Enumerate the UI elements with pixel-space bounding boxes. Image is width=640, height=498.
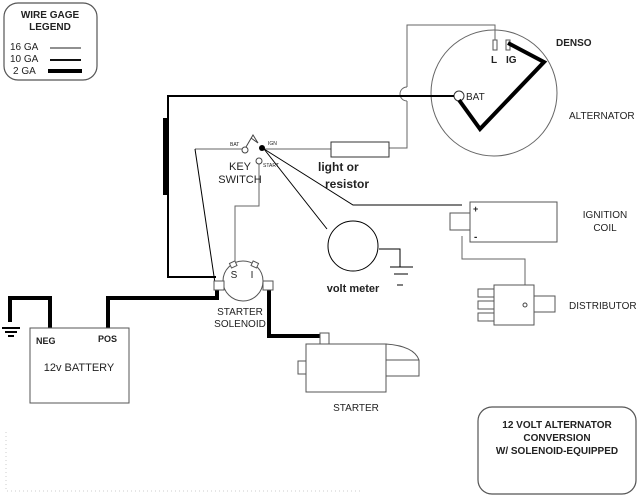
distributor-shaft (533, 295, 556, 313)
volt-meter-label: volt meter (327, 283, 380, 295)
battery-label-neg: NEG (36, 336, 56, 346)
wire-l-to-resistor (389, 101, 408, 149)
alternator-label-ig: IG (506, 55, 517, 66)
solenoid-label-1: STARTER (217, 307, 263, 318)
alternator-label: ALTERNATOR (569, 111, 635, 122)
title-line-2: CONVERSION (523, 433, 590, 444)
legend-title-2: LEGEND (29, 22, 71, 33)
starter-label: STARTER (333, 403, 379, 414)
battery-body (29, 327, 130, 404)
distributor-label: DISTRIBUTOR (569, 301, 637, 312)
solenoid-battery-post (213, 280, 225, 291)
ground-symbol (2, 327, 20, 337)
key-switch: BAT IGN START KEY SWITCH (218, 134, 279, 186)
distributor: DISTRIBUTOR (477, 284, 637, 326)
alternator-bat-terminal (453, 90, 465, 102)
faint-border-artifact (5, 432, 360, 492)
ignition-coil-tower (449, 212, 471, 231)
wire-ground-2ga (8, 296, 52, 330)
ignition-coil: + - IGNITION COIL (449, 201, 627, 243)
wire-keybat-to-solenoid (194, 148, 216, 284)
ignition-coil-minus: - (474, 232, 477, 243)
wire-crossover-hop (399, 86, 408, 102)
wire-solenoid-to-starter-2ga (267, 287, 322, 338)
ignition-coil-body (469, 201, 558, 243)
solenoid-label-2: SOLENOID (214, 319, 266, 330)
battery: NEG POS 12v BATTERY (29, 327, 130, 404)
wire-start-to-solenoid (234, 162, 260, 262)
solenoid-starter-post (262, 280, 274, 291)
wire-ign-to-coil (263, 148, 462, 206)
legend-label-2ga: 2 GA (13, 66, 36, 77)
alternator-body (430, 29, 558, 157)
alternator-brand: DENSO (556, 38, 592, 49)
starter-solenoid: S I STARTER SOLENOID (213, 260, 274, 330)
alternator-terminal-l (492, 39, 498, 51)
distributor-body (493, 284, 535, 326)
heavy-wires (8, 95, 454, 338)
wire-gage-legend: WIRE GAGE LEGEND 16 GA 10 GA 2 GA (3, 2, 98, 81)
wire-voltmeter-to-ground (379, 248, 401, 267)
ignition-coil-label-1: IGNITION (583, 210, 627, 221)
legend-border (3, 2, 98, 81)
resistor-body (330, 141, 390, 158)
resistor: light or resistor (318, 141, 390, 191)
distributor-post-2 (477, 300, 495, 310)
alternator-label-l: L (491, 55, 497, 66)
key-switch-label-bat: BAT (230, 142, 239, 148)
distributor-terminal (522, 302, 528, 308)
ign-wires (194, 148, 462, 284)
distributor-post-3 (477, 312, 495, 322)
starter: STARTER (297, 332, 420, 414)
solenoid-i-tab (250, 260, 260, 269)
wire-battery-to-solenoid-2ga (106, 288, 219, 330)
legend-title-1: WIRE GAGE (21, 10, 80, 21)
volt-meter: volt meter (327, 220, 413, 295)
thin-wires (195, 24, 526, 305)
wire-bat-to-ig-2ga (457, 41, 548, 133)
solenoid-label-i: I (251, 270, 254, 281)
solenoid-label-s: S (231, 270, 238, 281)
wire-l-top (406, 24, 496, 87)
title-box-border (477, 406, 637, 495)
legend-label-10ga: 10 GA (10, 54, 39, 65)
key-switch-label-1: KEY (229, 161, 252, 173)
key-switch-label-2: SWITCH (218, 174, 261, 186)
title-box: 12 VOLT ALTERNATOR CONVERSION W/ SOLENOI… (477, 406, 637, 495)
alternator: L IG BAT DENSO ALTERNATOR (430, 29, 635, 157)
ignition-coil-label-2: COIL (593, 223, 617, 234)
starter-terminal (319, 332, 330, 345)
starter-nose (297, 360, 307, 375)
key-switch-bat-terminal (241, 146, 249, 154)
solenoid-s-tab (228, 260, 238, 269)
wire-ign-to-voltmeter (263, 148, 328, 230)
wire-coil-to-distributor (461, 236, 526, 305)
key-switch-ign-terminal (259, 145, 265, 151)
battery-label: 12v BATTERY (44, 362, 115, 374)
title-line-3: W/ SOLENOID-EQUIPPED (496, 446, 618, 457)
resistor-label-2: resistor (325, 177, 369, 191)
battery-label-pos: POS (98, 334, 117, 344)
key-switch-lever-icon (245, 134, 259, 148)
legend-label-16ga: 16 GA (10, 42, 39, 53)
distributor-post-1 (477, 288, 495, 298)
volt-meter-body (327, 220, 379, 272)
wire-alt-bat-to-solenoid-10ga (167, 95, 454, 278)
title-line-1: 12 VOLT ALTERNATOR (502, 420, 612, 431)
ignition-coil-plus: + (473, 204, 478, 214)
resistor-label-1: light or (318, 160, 359, 174)
key-switch-start-terminal (255, 157, 263, 165)
alternator-label-bat: BAT (466, 92, 485, 103)
key-switch-label-start: START (263, 163, 279, 169)
key-switch-label-ign: IGN (268, 141, 277, 147)
starter-body (305, 343, 387, 393)
